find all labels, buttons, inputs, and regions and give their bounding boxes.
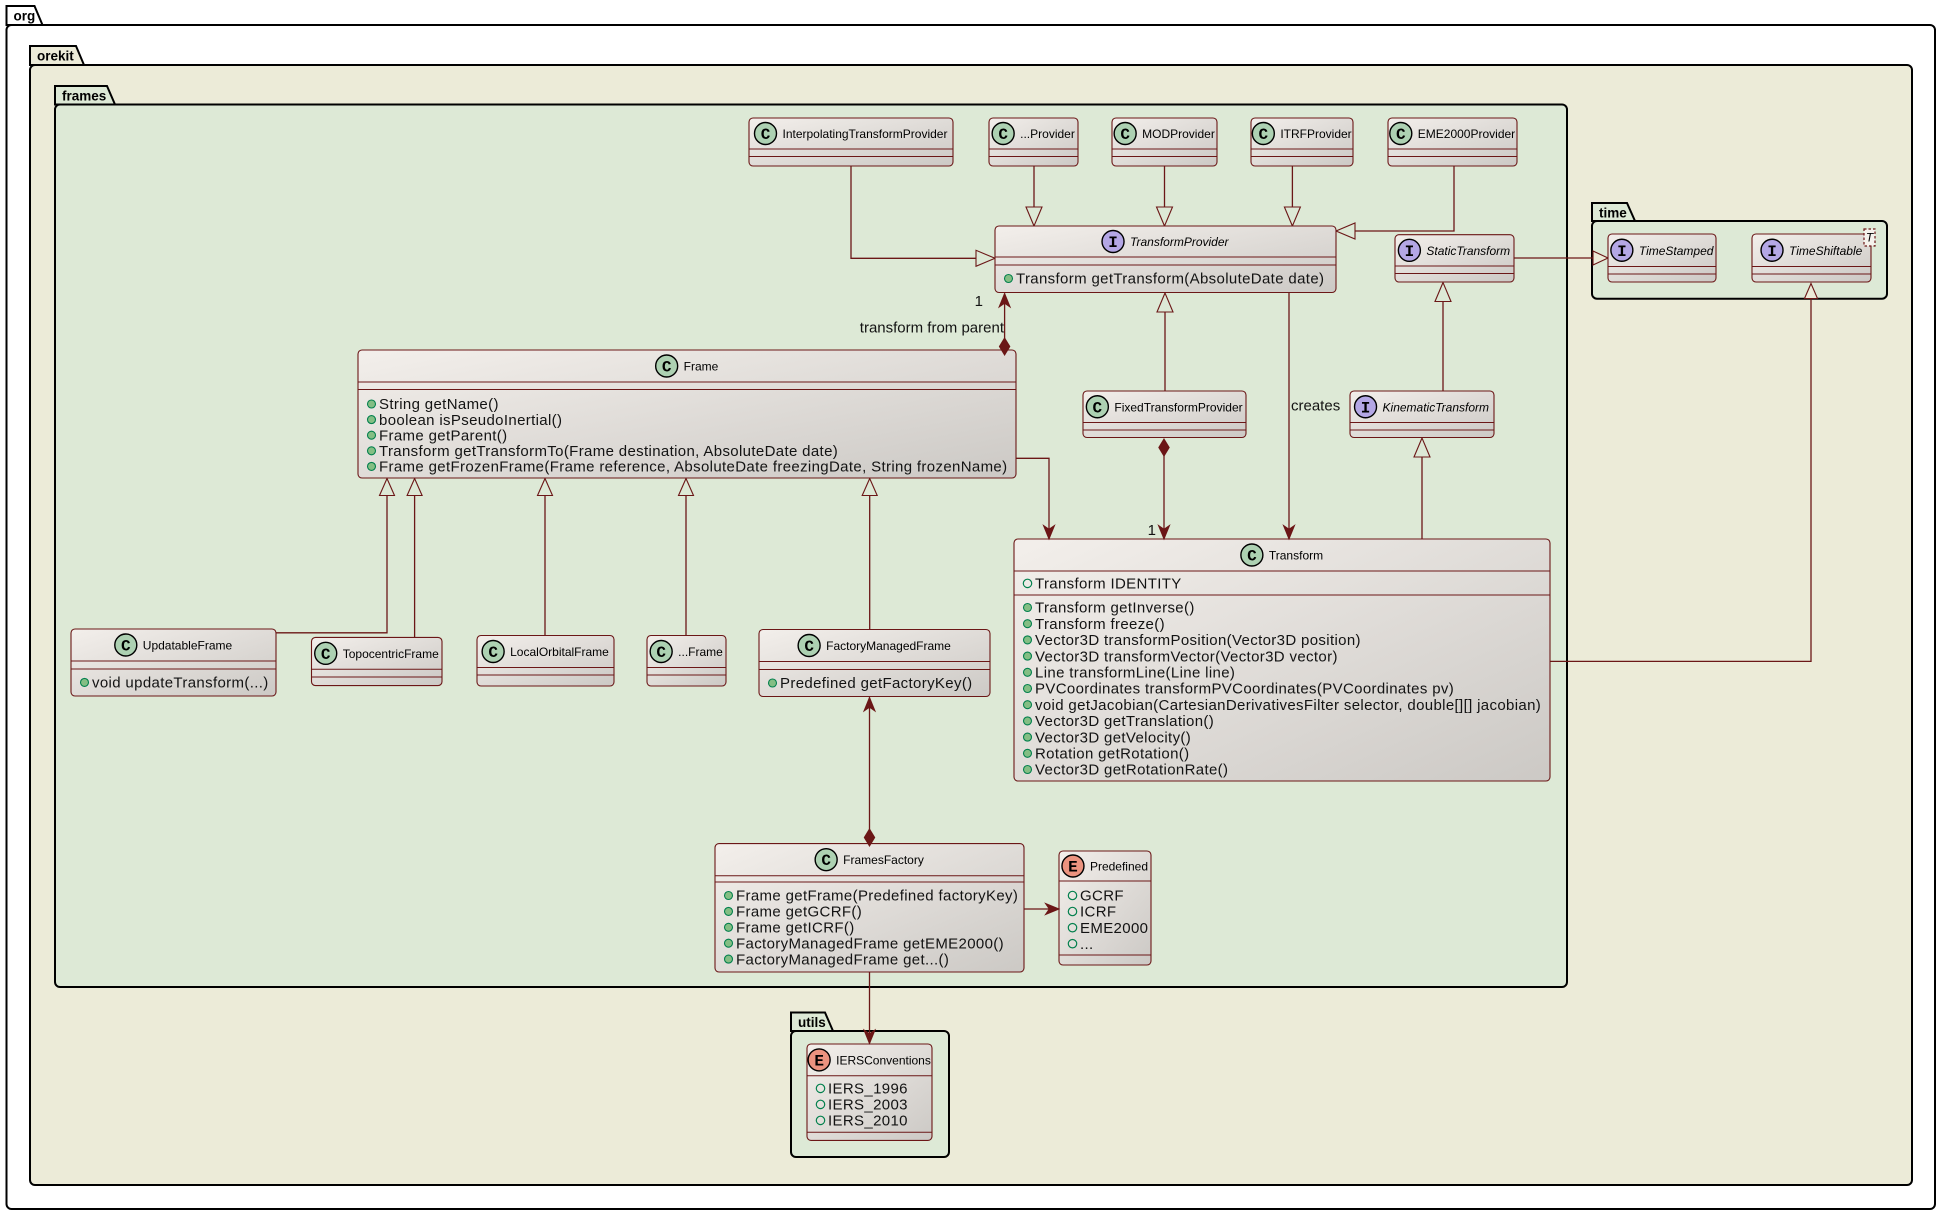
svg-text:T: T: [1866, 231, 1875, 245]
svg-text:Frame getICRF(): Frame getICRF(): [736, 920, 855, 937]
svg-text:C: C: [1396, 126, 1406, 144]
svg-text:E: E: [814, 1052, 824, 1070]
svg-text:TimeShiftable: TimeShiftable: [1789, 244, 1863, 258]
svg-text:IERSConventions: IERSConventions: [836, 1053, 931, 1067]
svg-text:FactoryManagedFrame: FactoryManagedFrame: [826, 639, 951, 653]
svg-text:MODProvider: MODProvider: [1142, 127, 1215, 141]
svg-text:C: C: [662, 359, 672, 377]
svg-text:...Frame: ...Frame: [678, 645, 723, 659]
svg-text:void getJacobian(CartesianDeri: void getJacobian(CartesianDerivativesFil…: [1035, 697, 1541, 714]
svg-text:ITRFProvider: ITRFProvider: [1280, 127, 1351, 141]
svg-text:FactoryManagedFrame getEME2000: FactoryManagedFrame getEME2000(): [736, 935, 1004, 952]
svg-text:FactoryManagedFrame get...(): FactoryManagedFrame get...(): [736, 951, 949, 968]
svg-text:E: E: [1068, 859, 1078, 877]
svg-text:IERS_2003: IERS_2003: [828, 1097, 908, 1114]
svg-text:Frame getParent(): Frame getParent(): [379, 427, 508, 444]
svg-text:...: ...: [1080, 936, 1094, 953]
svg-text:Frame getGCRF(): Frame getGCRF(): [736, 904, 862, 921]
svg-text:TransformProvider: TransformProvider: [1130, 235, 1229, 249]
svg-text:Vector3D transformPosition(Vec: Vector3D transformPosition(Vector3D posi…: [1035, 632, 1361, 649]
svg-text:I: I: [1617, 243, 1627, 261]
svg-text:Transform getInverse(): Transform getInverse(): [1035, 600, 1195, 617]
svg-text:FixedTransformProvider: FixedTransformProvider: [1114, 400, 1242, 414]
svg-text:Vector3D getVelocity(): Vector3D getVelocity(): [1035, 729, 1191, 746]
svg-text:Transform: Transform: [1269, 549, 1323, 563]
svg-text:PVCoordinates transformPVCoord: PVCoordinates transformPVCoordinates(PVC…: [1035, 681, 1454, 698]
svg-text:Transform freeze(): Transform freeze(): [1035, 616, 1165, 633]
svg-text:Predefined: Predefined: [1090, 860, 1148, 874]
svg-text:String getName(): String getName(): [379, 396, 499, 413]
svg-text:C: C: [804, 638, 814, 656]
svg-text:C: C: [1093, 399, 1103, 417]
svg-text:TopocentricFrame: TopocentricFrame: [343, 647, 439, 661]
svg-text:Transform IDENTITY: Transform IDENTITY: [1035, 576, 1182, 593]
svg-text:utils: utils: [798, 1015, 826, 1030]
svg-text:time: time: [1599, 206, 1627, 221]
svg-text:C: C: [998, 126, 1008, 144]
svg-text:Transform getTransform(Absolut: Transform getTransform(AbsoluteDate date…: [1016, 271, 1324, 288]
svg-text:FramesFactory: FramesFactory: [843, 853, 924, 867]
svg-text:C: C: [821, 852, 831, 870]
svg-text:Rotation getRotation(): Rotation getRotation(): [1035, 746, 1189, 763]
svg-text:C: C: [121, 638, 131, 656]
svg-text:1: 1: [975, 293, 983, 310]
svg-text:EME2000Provider: EME2000Provider: [1418, 127, 1515, 141]
svg-text:Frame: Frame: [684, 360, 719, 374]
svg-text:Predefined getFactoryKey(): Predefined getFactoryKey(): [780, 675, 973, 692]
svg-text:Vector3D getTranslation(): Vector3D getTranslation(): [1035, 713, 1214, 730]
svg-text:transform from parent: transform from parent: [860, 320, 1005, 337]
svg-text:1: 1: [1148, 522, 1156, 539]
svg-text:boolean isPseudoInertial(): boolean isPseudoInertial(): [379, 412, 562, 429]
svg-text:Frame getFrozenFrame(Frame ref: Frame getFrozenFrame(Frame reference, Ab…: [379, 459, 1007, 476]
svg-text:I: I: [1108, 234, 1118, 252]
svg-text:Frame getFrame(Predefined fact: Frame getFrame(Predefined factoryKey): [736, 888, 1018, 905]
svg-text:I: I: [1405, 243, 1415, 261]
svg-text:C: C: [321, 646, 331, 664]
svg-text:Vector3D transformVector(Vecto: Vector3D transformVector(Vector3D vector…: [1035, 648, 1338, 665]
svg-text:Vector3D getRotationRate(): Vector3D getRotationRate(): [1035, 762, 1228, 779]
svg-text:I: I: [1361, 399, 1371, 417]
svg-text:TimeStamped: TimeStamped: [1639, 244, 1714, 258]
svg-text:C: C: [1247, 548, 1257, 566]
svg-text:C: C: [656, 644, 666, 662]
svg-text:C: C: [1120, 126, 1130, 144]
svg-text:orekit: orekit: [37, 49, 74, 64]
svg-text:LocalOrbitalFrame: LocalOrbitalFrame: [510, 645, 609, 659]
svg-text:C: C: [488, 644, 498, 662]
svg-text:...Provider: ...Provider: [1020, 127, 1075, 141]
svg-text:Transform getTransformTo(Frame: Transform getTransformTo(Frame destinati…: [379, 443, 838, 460]
svg-text:Line transformLine(Line line): Line transformLine(Line line): [1035, 665, 1235, 682]
svg-text:org: org: [14, 9, 36, 24]
svg-text:frames: frames: [62, 89, 106, 104]
svg-text:StaticTransform: StaticTransform: [1426, 244, 1510, 258]
svg-text:void updateTransform(...): void updateTransform(...): [92, 675, 269, 692]
svg-text:creates: creates: [1291, 398, 1340, 415]
svg-text:I: I: [1767, 243, 1777, 261]
svg-text:IERS_1996: IERS_1996: [828, 1081, 908, 1098]
svg-text:InterpolatingTransformProvider: InterpolatingTransformProvider: [783, 127, 948, 141]
svg-text:IERS_2010: IERS_2010: [828, 1113, 908, 1130]
svg-text:UpdatableFrame: UpdatableFrame: [143, 639, 233, 653]
svg-text:KinematicTransform: KinematicTransform: [1383, 400, 1489, 414]
svg-text:ICRF: ICRF: [1080, 904, 1116, 921]
svg-text:C: C: [1259, 126, 1269, 144]
svg-text:C: C: [761, 126, 771, 144]
svg-text:GCRF: GCRF: [1080, 888, 1124, 905]
svg-text:EME2000: EME2000: [1080, 920, 1148, 937]
